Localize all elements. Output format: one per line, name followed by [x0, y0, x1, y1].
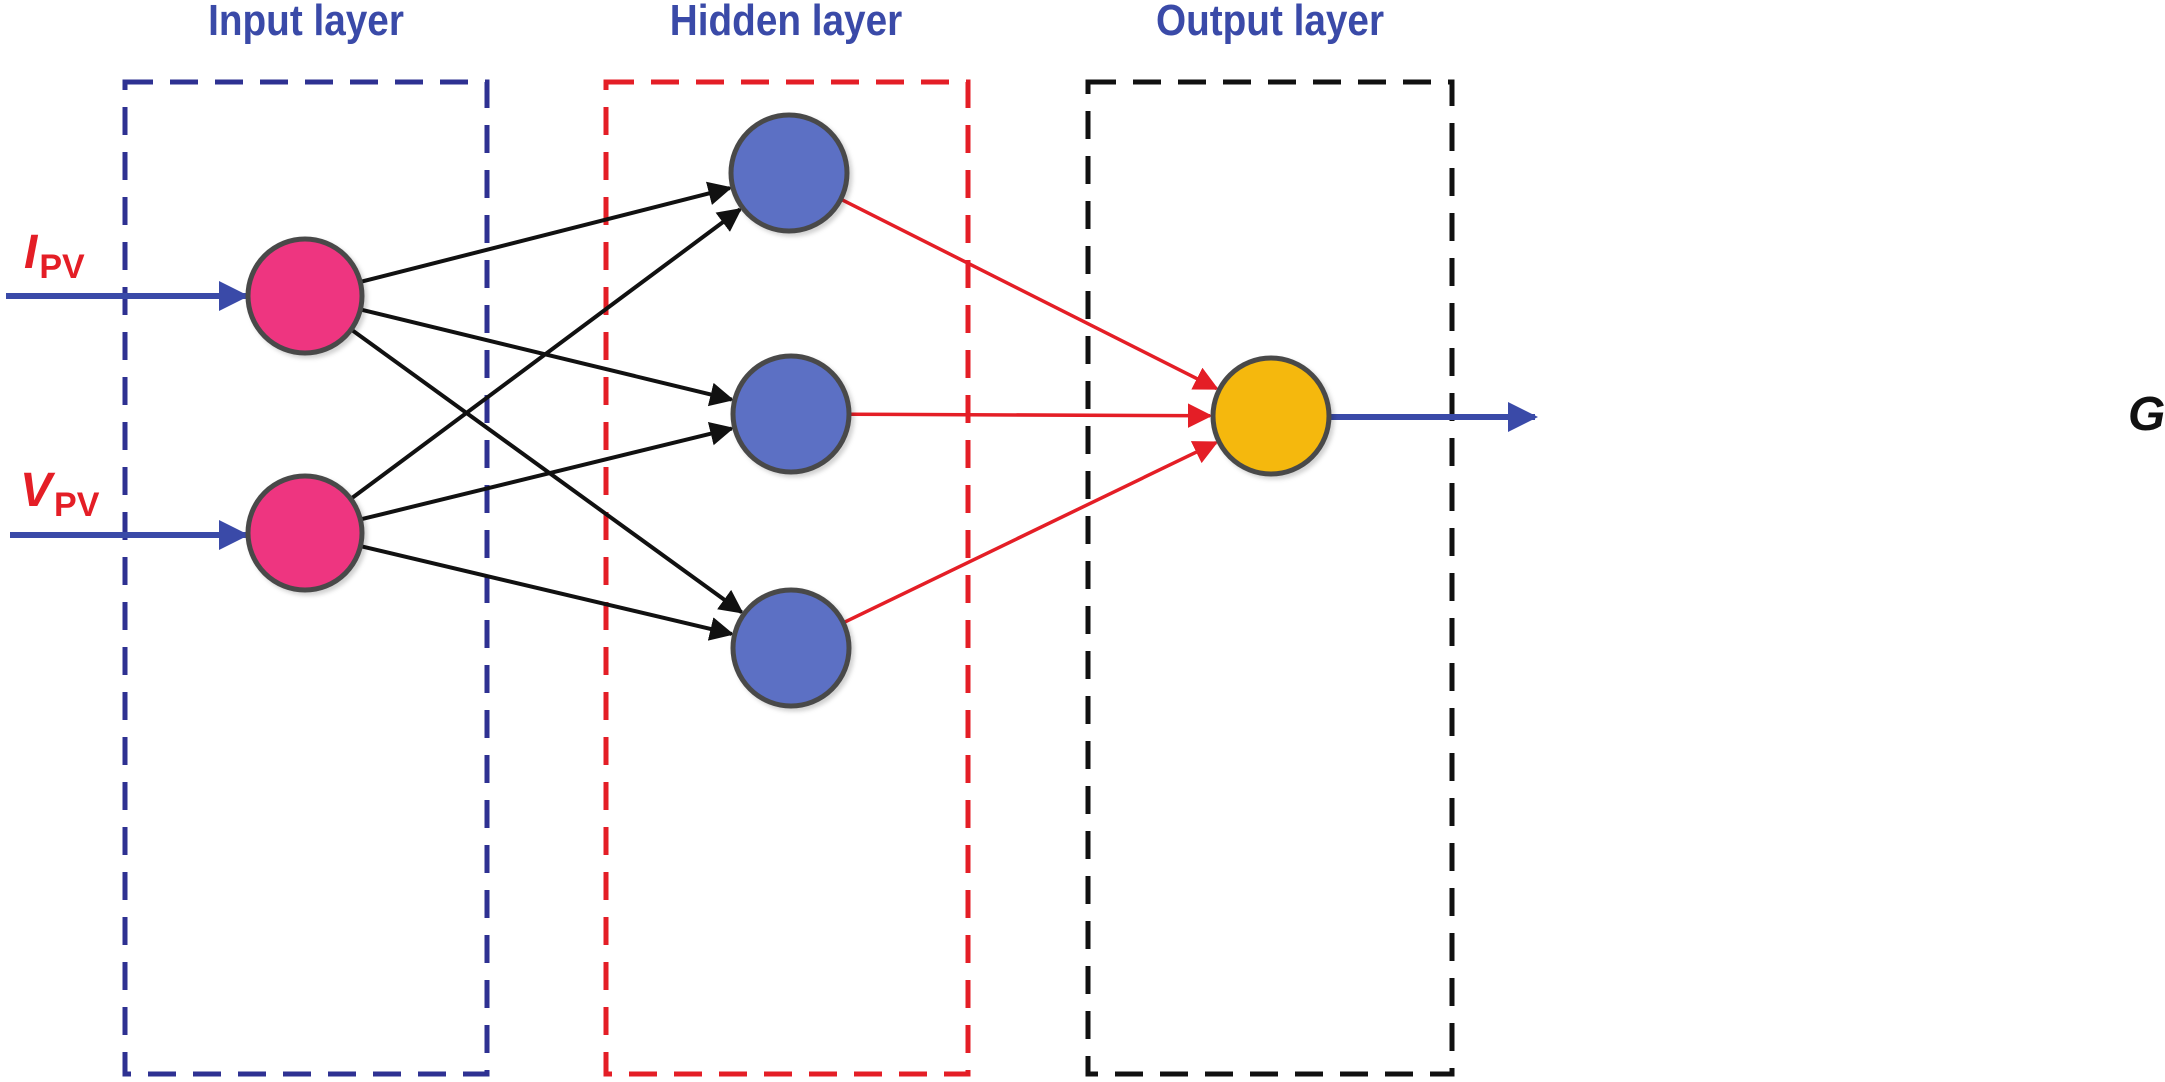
edge-input-2-hidden-3	[361, 544, 734, 641]
input-label-vpv-subscript: PV	[54, 486, 100, 524]
input-node-1	[245, 236, 365, 356]
input-label-ipv-symbol: I	[24, 226, 38, 279]
output-label-g-symbol: G	[2128, 388, 2165, 441]
input-to-hidden-edges	[351, 181, 744, 641]
edge-hidden-3-output-1	[844, 440, 1219, 624]
input-label-ipv-subscript: PV	[39, 248, 85, 286]
edge-hidden-2-output-1	[850, 403, 1213, 428]
edge-input-2-hidden-1	[351, 207, 742, 500]
edge-input-2-hidden-2	[361, 421, 735, 521]
output-label-g: G	[2128, 387, 2165, 442]
edge-input-1-hidden-1	[361, 181, 733, 284]
hidden-node-2	[730, 353, 852, 475]
output-node-1	[1210, 355, 1332, 477]
output-layer-title: Output layer	[1155, 0, 1385, 45]
input-label-vpv-symbol: V	[20, 464, 53, 517]
hidden-to-output-edges	[841, 198, 1219, 624]
input-label-ipv: IPV	[24, 225, 85, 286]
hidden-node-1	[728, 112, 850, 234]
hidden-node-3	[730, 587, 852, 709]
edge-input-1-hidden-3	[351, 328, 744, 614]
output-layer-box	[1085, 79, 1455, 1077]
edge-hidden-1-output-1	[841, 198, 1219, 391]
input-label-vpv: VPV	[20, 463, 99, 524]
hidden-layer-box	[603, 79, 971, 1077]
input-node-2	[245, 473, 365, 593]
hidden-layer-title: Hidden layer	[669, 0, 903, 45]
input-layer-title: Input layer	[208, 0, 404, 45]
nodes	[245, 112, 1332, 709]
